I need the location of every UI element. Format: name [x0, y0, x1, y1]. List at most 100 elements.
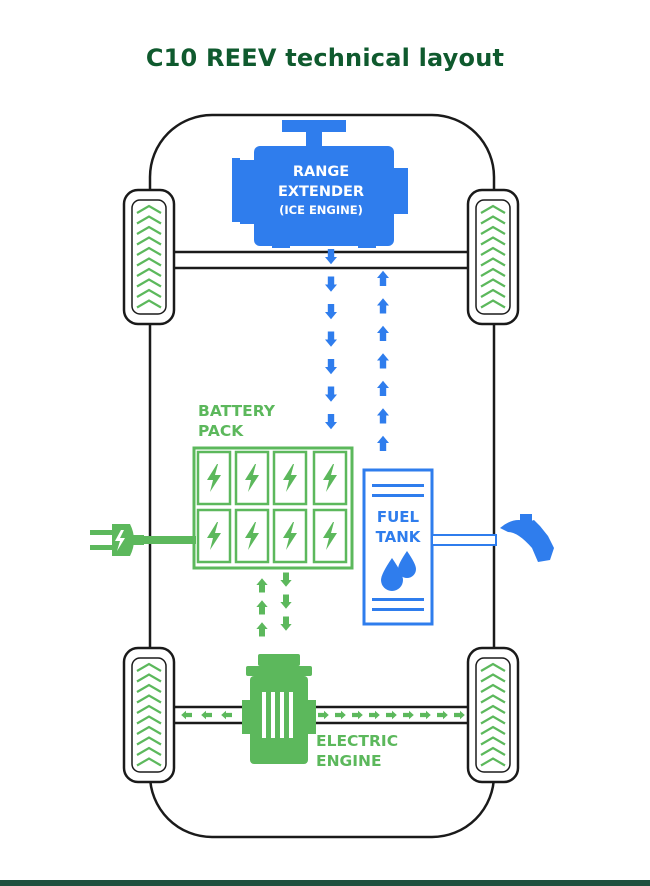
chevron-tread-icon: [136, 662, 162, 767]
tread-chevron: [136, 673, 162, 683]
green-right-arrow: [420, 710, 431, 720]
battery-pack: [192, 446, 354, 570]
front-left-wheel: [122, 188, 176, 326]
blue-up-arrow: [377, 298, 389, 314]
lightning-icon: [323, 464, 337, 492]
tread-chevron: [480, 673, 506, 683]
motor-icon: [242, 654, 316, 764]
electric-engine-label-line1: ELECTRIC: [316, 732, 398, 750]
blue-down-arrow: [325, 359, 337, 375]
green-down-arrow: [280, 572, 292, 587]
tread-chevron: [480, 204, 506, 214]
tread-chevron: [480, 683, 506, 693]
tread-chevron: [136, 715, 162, 725]
blue-up-arrow: [377, 408, 389, 424]
chevron-tread-icon: [480, 662, 506, 767]
tread-chevron: [480, 225, 506, 235]
charging-plug: [90, 524, 196, 556]
green-up-arrow: [256, 578, 268, 593]
tread-chevron: [136, 204, 162, 214]
lightning-icon: [245, 464, 259, 492]
tread-chevron: [136, 662, 162, 672]
tread-chevron: [480, 288, 506, 298]
blue-up-arrow: [377, 270, 389, 286]
fuel-filler: [431, 514, 554, 562]
green-right-arrow: [369, 710, 380, 720]
rear-left-wheel: [122, 646, 176, 784]
tread-chevron: [136, 278, 162, 288]
chevron-tread-icon: [136, 204, 162, 309]
green-left-arrow: [181, 710, 192, 720]
green-up-arrow: [256, 600, 268, 615]
flow-arrows-tank-to-engine: [377, 270, 389, 451]
tread-chevron: [480, 662, 506, 672]
tread-chevron: [136, 288, 162, 298]
plug-icon: [90, 524, 144, 556]
lightning-icon: [323, 522, 337, 550]
tread-chevron: [480, 246, 506, 256]
blue-down-arrow: [325, 414, 337, 430]
ice-engine-label: (ICE ENGINE): [279, 203, 363, 217]
lightning-icon: [283, 464, 297, 492]
tread-chevron: [480, 267, 506, 277]
rear-right-wheel: [466, 646, 520, 784]
tread-chevron: [136, 267, 162, 277]
tread-chevron: [480, 257, 506, 267]
tread-chevron: [136, 746, 162, 756]
green-up-arrow: [256, 622, 268, 637]
chevron-tread-icon: [480, 204, 506, 309]
tread-chevron: [480, 715, 506, 725]
green-left-arrow: [221, 710, 232, 720]
tread-chevron: [480, 694, 506, 704]
front-axle: [170, 250, 472, 270]
flow-arrows-motor-to-battery: [256, 578, 268, 637]
battery-pack-label-line2: PACK: [198, 422, 244, 440]
tread-chevron: [480, 736, 506, 746]
battery-pack-label-line1: BATTERY: [198, 402, 276, 420]
green-right-arrow: [403, 710, 414, 720]
flow-arrows-motor-to-right-wheel: [318, 710, 465, 720]
green-right-arrow: [437, 710, 448, 720]
flow-arrows-engine-to-battery: [325, 249, 337, 430]
blue-down-arrow: [325, 249, 337, 265]
tread-chevron: [136, 736, 162, 746]
range-extender-label-line1: RANGE: [293, 164, 349, 180]
range-extender-engine: RANGE EXTENDER (ICE ENGINE): [232, 120, 408, 248]
footer-bar: [0, 880, 650, 886]
electric-motor: [242, 654, 316, 764]
fuel-tank-label-line1: FUEL: [377, 508, 420, 526]
green-right-arrow: [454, 710, 465, 720]
electric-engine-label-line2: ENGINE: [316, 752, 382, 770]
fuel-nozzle-icon: [500, 514, 554, 562]
tread-chevron: [136, 757, 162, 767]
tread-chevron: [136, 215, 162, 225]
green-right-arrow: [352, 710, 363, 720]
fuel-tank-label-line2: TANK: [376, 528, 422, 546]
green-right-arrow: [335, 710, 346, 720]
tread-chevron: [480, 278, 506, 288]
blue-down-arrow: [325, 331, 337, 347]
flow-arrows-motor-to-left-wheel: [181, 710, 232, 720]
tread-chevron: [136, 725, 162, 735]
water-drops-icon: [381, 551, 416, 591]
blue-down-arrow: [325, 386, 337, 402]
green-left-arrow: [201, 710, 212, 720]
blue-up-arrow: [377, 380, 389, 396]
fuel-tank: FUEL TANK: [362, 468, 434, 626]
flow-arrows-battery-to-motor: [280, 572, 292, 631]
blue-up-arrow: [377, 353, 389, 369]
tread-chevron: [480, 299, 506, 309]
tread-chevron: [136, 694, 162, 704]
tread-chevron: [136, 246, 162, 256]
tread-chevron: [480, 215, 506, 225]
blue-up-arrow: [377, 325, 389, 341]
green-down-arrow: [280, 594, 292, 609]
blue-down-arrow: [325, 304, 337, 320]
tread-chevron: [136, 225, 162, 235]
tread-chevron: [480, 757, 506, 767]
lightning-icon: [207, 522, 221, 550]
tread-chevron: [480, 704, 506, 714]
car-body-outline: [148, 113, 496, 839]
battery-cell: [196, 450, 232, 506]
